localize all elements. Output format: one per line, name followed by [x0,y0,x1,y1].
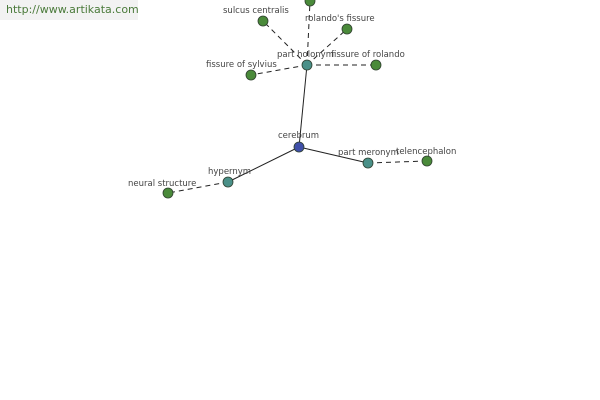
edge-cerebrum-to-hypernym [227,146,300,183]
node-circle-hypernym[interactable] [222,176,234,188]
edge-part-holonym-to-top-unlabeled [306,0,311,66]
node-label-sulcus-centralis: sulcus centralis [223,6,289,16]
node-circle-fissure-of-rolando[interactable] [370,59,382,71]
node-top-unlabeled[interactable] [304,0,316,7]
node-label-fissure-of-sylvius: fissure of sylvius [206,60,277,70]
node-telencephalon[interactable]: telencephalon [396,147,456,167]
node-circle-telencephalon[interactable] [421,155,433,167]
node-label-part-meronym: part meronym [338,148,399,158]
node-label-part-holonym: part holonym [277,50,334,60]
node-label-hypernym: hypernym [208,167,251,177]
edges-layer [167,0,428,194]
node-hypernym[interactable]: hypernym [208,167,251,188]
edge-part-meronym-to-telencephalon [367,160,428,164]
nodes-layer: cerebrum part holonym part meronym hypernym… [128,0,456,199]
node-label-telencephalon: telencephalon [396,147,456,157]
edge-part-holonym-to-fissure-of-sylvius [250,64,308,76]
node-sulcus-centralis[interactable]: sulcus centralis [223,6,289,27]
node-neural-structure[interactable]: neural structure [128,179,196,199]
edge-hypernym-to-neural-structure [167,181,229,194]
node-label-fissure-of-rolando: fissure of rolando [331,50,405,60]
node-label-cerebrum: cerebrum [278,131,319,141]
node-part-holonym[interactable]: part holonym [277,50,334,71]
node-rolandos-fissure[interactable]: rolando's fissure [305,14,375,35]
node-label-rolandos-fissure: rolando's fissure [305,14,375,24]
edge-cerebrum-to-part-holonym [298,64,308,148]
node-circle-top-unlabeled[interactable] [304,0,316,7]
node-circle-fissure-of-sylvius[interactable] [245,69,257,81]
edge-part-holonym-to-sulcus-centralis [262,20,308,66]
node-part-meronym[interactable]: part meronym [338,148,399,169]
edge-cerebrum-to-part-meronym [298,146,369,164]
node-circle-part-holonym[interactable] [301,59,313,71]
node-label-neural-structure: neural structure [128,179,196,189]
node-circle-rolandos-fissure[interactable] [341,23,353,35]
node-circle-sulcus-centralis[interactable] [257,15,269,27]
node-fissure-of-sylvius[interactable]: fissure of sylvius [206,60,277,81]
node-circle-neural-structure[interactable] [162,187,174,199]
node-fissure-of-rolando[interactable]: fissure of rolando [331,50,405,71]
node-circle-part-meronym[interactable] [362,157,374,169]
site-url-banner[interactable]: http://www.artikata.com [0,0,139,20]
node-circle-cerebrum[interactable] [293,141,305,153]
node-cerebrum[interactable]: cerebrum [278,131,319,153]
